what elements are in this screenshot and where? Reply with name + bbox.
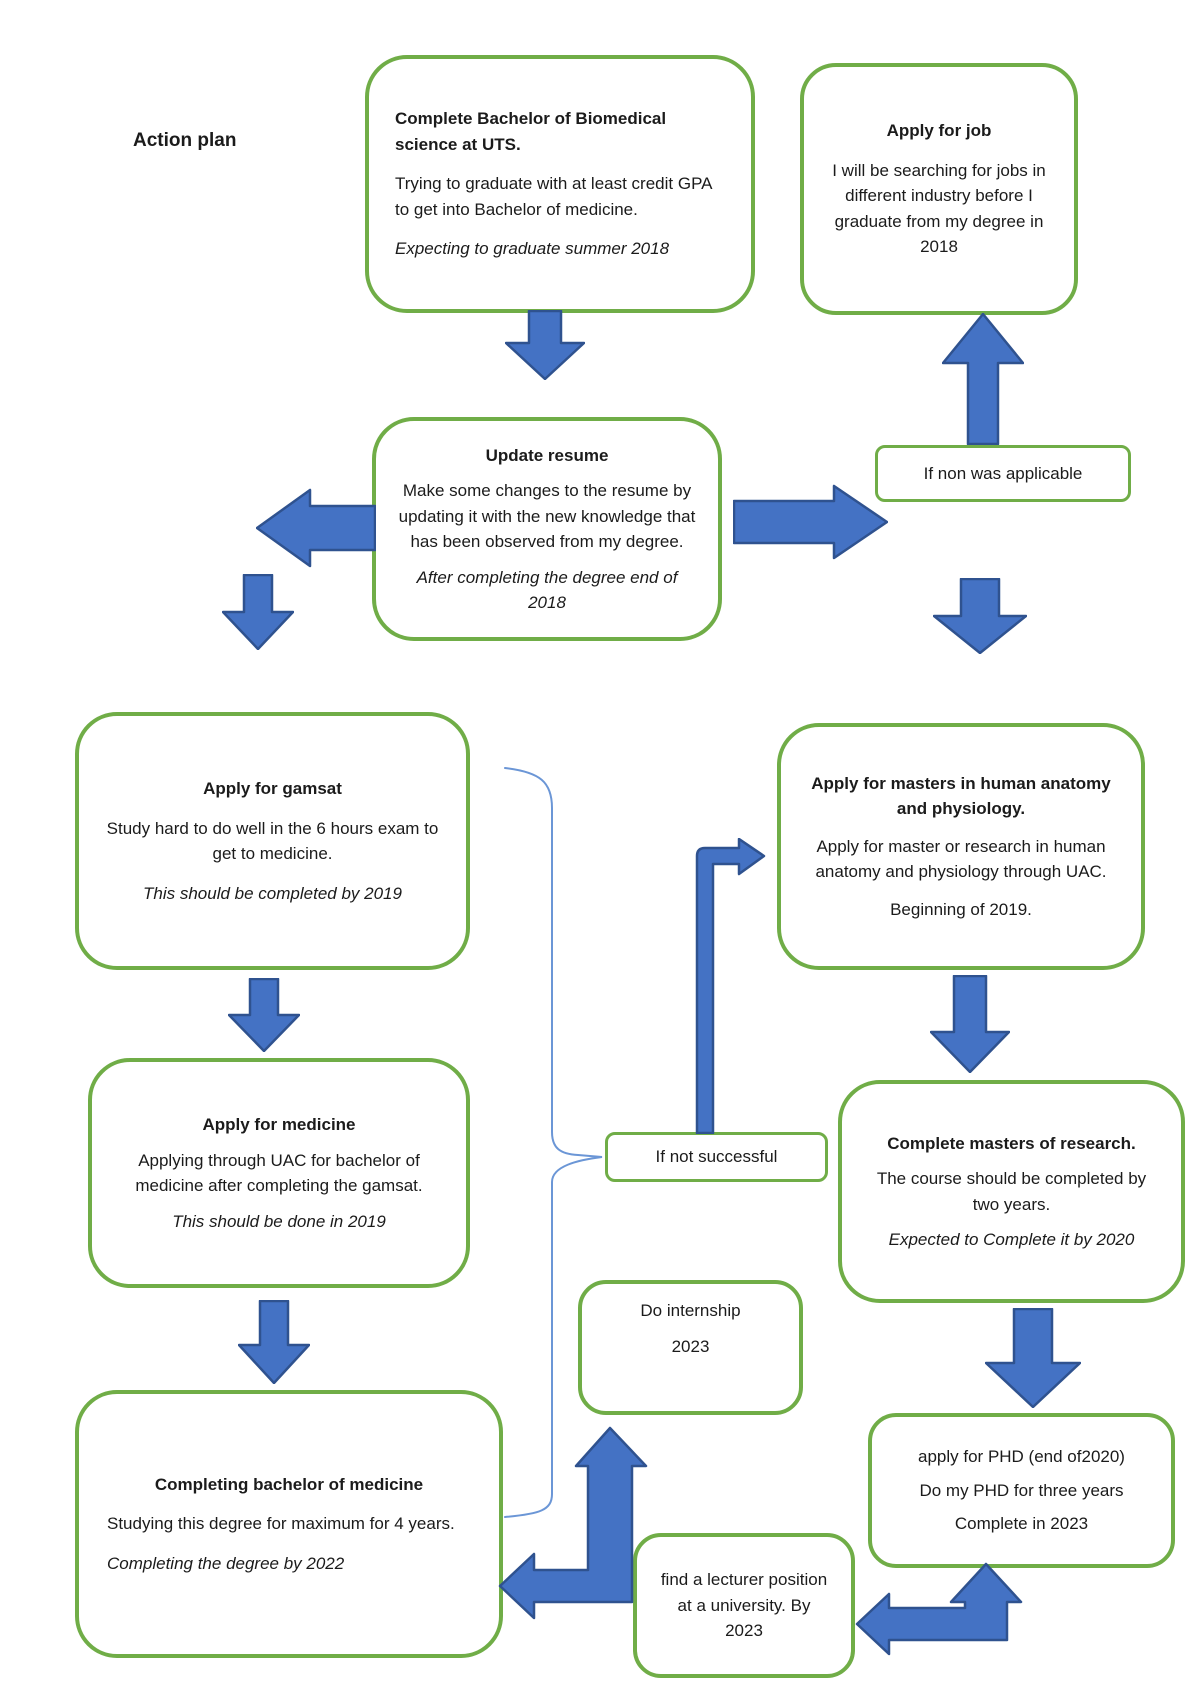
arrow-ifnot-to-masters-elbow	[691, 838, 766, 1134]
box-do-internship: Do internship 2023	[578, 1280, 803, 1415]
arrow-lecturer-phd-bent	[855, 1562, 1030, 1657]
box-line: Do my PHD for three years	[919, 1480, 1124, 1500]
box-completing-bachelor-medicine: Completing bachelor of medicine Studying…	[75, 1390, 503, 1658]
box-complete-bachelor-biomed: Complete Bachelor of Biomedical science …	[365, 55, 755, 313]
box-apply-for-gamsat: Apply for gamsat Study hard to do well i…	[75, 712, 470, 970]
box-body: Studying this degree for maximum for 4 y…	[107, 1514, 455, 1534]
box-label: If non was applicable	[923, 463, 1083, 483]
box-label: find a lecturer position at a university…	[660, 1570, 828, 1641]
arrow-gamsat-to-medicine-down	[228, 978, 300, 1052]
box-title: Apply for medicine	[202, 1115, 356, 1134]
box-if-non-was-applicable: If non was applicable	[875, 445, 1131, 502]
box-note: This should be done in 2019	[172, 1211, 386, 1231]
box-title: Apply for masters in human anatomy and p…	[811, 773, 1111, 819]
box-update-resume: Update resume Make some changes to the r…	[372, 417, 722, 641]
arrow-masters-to-complete-down	[930, 975, 1010, 1073]
box-apply-for-phd: apply for PHD (end of2020) Do my PHD for…	[868, 1413, 1175, 1568]
box-title: Complete masters of research.	[887, 1133, 1136, 1153]
box-line: Complete in 2023	[954, 1514, 1089, 1534]
box-label: If not successful	[655, 1147, 778, 1167]
arrow-ifnon-to-job-up	[942, 313, 1024, 445]
box-note: This should be completed by 2019	[143, 883, 402, 903]
box-title: Apply for gamsat	[203, 779, 342, 798]
box-body: Trying to graduate with at least credit …	[395, 174, 712, 219]
box-line: apply for PHD (end of2020)	[918, 1447, 1125, 1467]
box-body: I will be searching for jobs in differen…	[832, 160, 1046, 257]
box-note: Expecting to graduate summer 2018	[395, 239, 670, 259]
box-body: Study hard to do well in the 6 hours exa…	[106, 818, 439, 864]
arrow-left-branch-down	[222, 574, 294, 650]
box-title: Completing bachelor of medicine	[154, 1474, 424, 1494]
box-title: Update resume	[485, 445, 609, 465]
arrow-resume-to-ifnon-right	[733, 484, 888, 560]
box-title: Apply for job	[886, 121, 992, 141]
box-apply-for-job: Apply for job I will be searching for jo…	[800, 63, 1078, 315]
box-note: Beginning of 2019.	[890, 899, 1032, 919]
box-line: 2023	[671, 1336, 710, 1356]
box-body: The course should be completed by two ye…	[876, 1169, 1147, 1214]
box-body: Apply for master or research in human an…	[815, 836, 1107, 882]
box-complete-masters: Complete masters of research. The course…	[838, 1080, 1185, 1303]
box-apply-for-medicine: Apply for medicine Applying through UAC …	[88, 1058, 470, 1288]
page-title: Action plan	[133, 130, 237, 151]
arrow-bachelor-internship-bent	[498, 1420, 653, 1655]
box-note: After completing the degree end of 2018	[416, 567, 678, 613]
box-body: Applying through UAC for bachelor of med…	[135, 1150, 423, 1196]
arrow-medicine-to-bachelor-down	[238, 1300, 310, 1384]
box-apply-for-masters: Apply for masters in human anatomy and p…	[777, 723, 1145, 970]
arrow-biomed-to-resume-down	[505, 310, 585, 380]
box-find-lecturer: find a lecturer position at a university…	[633, 1533, 855, 1678]
box-title: Complete Bachelor of Biomedical science …	[395, 109, 667, 154]
box-body: Make some changes to the resume by updat…	[398, 481, 696, 551]
box-note: Expected to Complete it by 2020	[888, 1230, 1135, 1249]
arrow-complete-to-phd-down	[985, 1308, 1081, 1408]
box-line: Do internship	[640, 1301, 741, 1320]
arrow-ifnon-to-masters-down	[933, 578, 1027, 654]
box-note: Completing the degree by 2022	[107, 1553, 345, 1573]
arrow-resume-left	[256, 488, 376, 568]
box-if-not-successful: If not successful	[605, 1132, 828, 1182]
